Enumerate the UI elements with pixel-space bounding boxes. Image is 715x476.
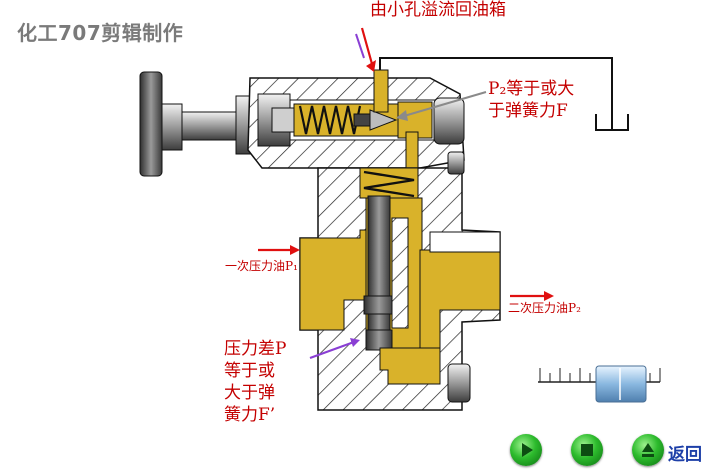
progress-slider[interactable] <box>538 365 661 403</box>
pilot-valve-body <box>247 69 465 179</box>
play-button[interactable] <box>510 434 542 466</box>
watermark-text: 化工707剪辑制作 <box>17 21 184 45</box>
pressure-diff-line-3: 大于弹 <box>224 383 275 403</box>
play-icon <box>522 443 533 457</box>
back-link[interactable]: 返回 <box>668 445 702 465</box>
overflow-label: 由小孔溢流回油箱 <box>370 0 506 20</box>
drain-line <box>379 57 629 131</box>
pressure-diff-line-4: 簧力F’ <box>224 405 276 425</box>
inlet-pressure-label: 一次压力油P₁ <box>225 259 298 273</box>
pressure-diff-label: 压力差P 等于或 大于弹 簧力F’ <box>224 338 304 426</box>
eject-button[interactable] <box>632 434 664 466</box>
outlet-pressure-label: 二次压力油P₂ <box>508 301 581 315</box>
p2-vs-spring-line-2: 于弹簧力F <box>488 101 568 121</box>
p2-vs-spring-label: P₂等于或大 于弹簧力F <box>488 78 598 122</box>
stop-icon <box>581 444 593 456</box>
p2-vs-spring-line-1: P₂等于或大 <box>488 79 575 99</box>
eject-icon <box>642 443 654 457</box>
pressure-diff-line-2: 等于或 <box>224 361 275 381</box>
pressure-diff-line-1: 压力差P <box>224 339 287 359</box>
main-valve-body <box>299 151 501 411</box>
stop-button[interactable] <box>571 434 603 466</box>
handwheel <box>139 71 257 177</box>
flow-arrows <box>258 27 554 360</box>
